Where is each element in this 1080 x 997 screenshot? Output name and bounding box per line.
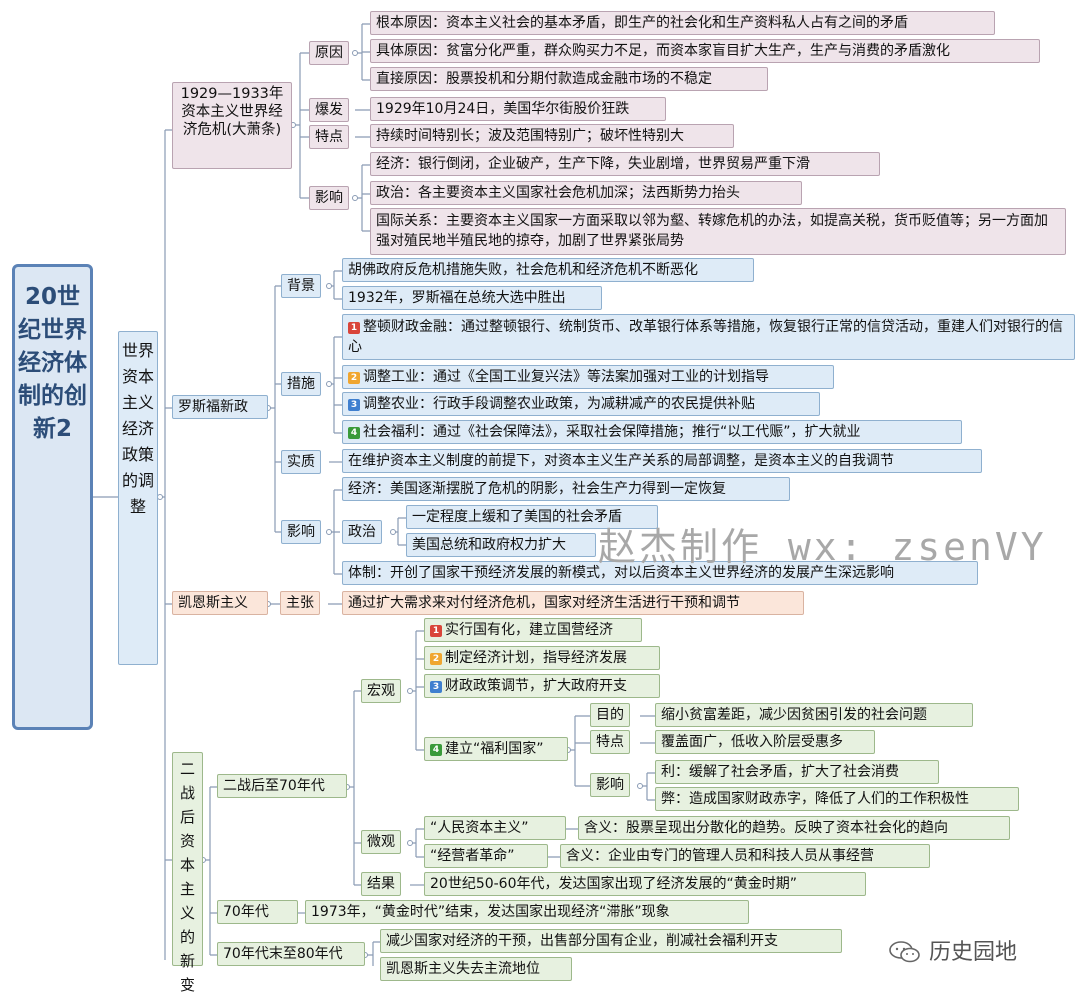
micro-a-label: “人民资本主义” <box>424 816 566 840</box>
newdeal-background-1: 胡佛政府反危机措施失败，社会危机和经济危机不断恶化 <box>342 258 754 282</box>
crisis-impact-label: 影响 <box>309 186 349 210</box>
crisis-cause-1: 根本原因：资本主义社会的基本矛盾，即生产的社会化和生产资料私人占有之间的矛盾 <box>370 11 995 35</box>
badge-2-icon: 2 <box>348 372 360 384</box>
micro-a-text: 含义：股票呈现出分散化的趋势。反映了资本社会化的趋向 <box>578 816 1010 840</box>
measure-text: 整顿财政金融：通过整顿银行、统制货币、改革银行体系等措施，恢复银行正常的信贷活动… <box>348 319 1063 355</box>
branch-text: 世界资本主义经济政策的调整 <box>121 341 154 516</box>
newdeal-impact-politics-label: 政治 <box>342 520 382 544</box>
postwar-p2-text: 1973年，“黄金时代”结束，发达国家出现经济“滞胀”现象 <box>305 900 749 924</box>
postwar-p3-2: 凯恩斯主义失去主流地位 <box>380 957 572 981</box>
welfare-purpose-text: 缩小贫富差距，减少因贫困引发的社会问题 <box>655 703 973 727</box>
micro-b-label: “经营者革命” <box>424 844 548 868</box>
crisis-feature-text: 持续时间特别长；波及范围特别广；破坏性特别大 <box>370 124 734 148</box>
watermark-text: 赵杰制作 wx: zsenVY <box>598 525 1047 569</box>
badge-4-icon: 4 <box>430 744 442 756</box>
crisis-cause-2: 具体原因：贫富分化严重，群众购买力不足，而资本家盲目扩大生产，生产与消费的矛盾激… <box>370 39 1040 63</box>
measure-text: 调整农业：行政手段调整农业政策，为减耕减产的农民提供补贴 <box>363 396 755 412</box>
badge-2-icon: 2 <box>430 653 442 665</box>
welfare-label: 建立“福利国家” <box>445 741 544 757</box>
badge-3-icon: 3 <box>348 399 360 411</box>
postwar-p2-label: 70年代 <box>217 900 298 924</box>
macro-text: 财政政策调节，扩大政府开支 <box>445 678 627 694</box>
welfare-feature-label: 特点 <box>590 730 630 754</box>
macro-text: 实行国有化，建立国营经济 <box>445 622 613 638</box>
brand-logo: 历史园地 <box>888 934 1017 966</box>
root-text: 20世纪世界经济体制的创新2 <box>18 284 87 442</box>
newdeal-node: 罗斯福新政 <box>172 395 268 419</box>
welfare-impact-con: 弊：造成国家财政赤字，降低了人们的工作积极性 <box>655 787 1019 811</box>
newdeal-politics-2: 美国总统和政府权力扩大 <box>406 533 596 557</box>
welfare-purpose-label: 目的 <box>590 703 630 727</box>
crisis-outbreak-text: 1929年10月24日，美国华尔街股价狂跌 <box>370 97 666 121</box>
badge-3-icon: 3 <box>430 681 442 693</box>
postwar-node: 二战后资本主义的新变 <box>172 752 203 994</box>
keynes-claim-text: 通过扩大需求来对付经济危机，国家对经济生活进行干预和调节 <box>342 591 804 615</box>
badge-4-icon: 4 <box>348 427 360 439</box>
measure-text: 社会福利：通过《社会保障法》，采取社会保障措施；推行“以工代赈”，扩大就业 <box>363 424 861 440</box>
keynes-node: 凯恩斯主义 <box>172 591 268 615</box>
newdeal-politics-1: 一定程度上缓和了美国的社会矛盾 <box>406 505 658 529</box>
welfare-feature-text: 覆盖面广，低收入阶层受惠多 <box>655 730 875 754</box>
newdeal-essence-text: 在维护资本主义制度的前提下，对资本主义生产关系的局部调整，是资本主义的自我调节 <box>342 449 982 473</box>
postwar-result-label: 结果 <box>361 872 401 896</box>
newdeal-background-2: 1932年，罗斯福在总统大选中胜出 <box>342 286 602 310</box>
postwar-p3-label: 70年代末至80年代 <box>217 942 365 966</box>
postwar-title: 二战后资本主义的新变 <box>179 760 195 994</box>
crisis-title: 1929—1933年资本主义世界经济危机(大萧条) <box>180 86 284 138</box>
wechat-icon <box>889 941 920 963</box>
crisis-cause-label: 原因 <box>309 41 349 65</box>
welfare-impact-pro: 利：缓解了社会矛盾，扩大了社会消费 <box>655 760 939 784</box>
crisis-cause-3: 直接原因：股票投机和分期付款造成金融市场的不稳定 <box>370 67 768 91</box>
crisis-impact-1: 经济：银行倒闭，企业破产，生产下降，失业剧增，世界贸易严重下滑 <box>370 152 880 176</box>
crisis-node: 1929—1933年资本主义世界经济危机(大萧条) <box>172 82 292 169</box>
macro-text: 制定经济计划，指导经济发展 <box>445 650 627 666</box>
measure-text: 调整工业：通过《全国工业复兴法》等法案加强对工业的计划指导 <box>363 369 769 385</box>
postwar-result-text: 20世纪50-60年代，发达国家出现了经济发展的“黄金时期” <box>424 872 866 896</box>
micro-b-text: 含义：企业由专门的管理人员和科技人员从事经营 <box>560 844 930 868</box>
postwar-micro-label: 微观 <box>361 830 401 854</box>
keynes-claim-label: 主张 <box>280 591 320 615</box>
badge-1-icon: 1 <box>348 322 360 334</box>
root-node: 20世纪世界经济体制的创新2 <box>12 264 93 730</box>
newdeal-impact-system: 体制：开创了国家干预经济发展的新模式，对以后资本主义世界经济的发展产生深远影响 <box>342 561 978 585</box>
crisis-feature-label: 特点 <box>309 125 349 149</box>
newdeal-essence-label: 实质 <box>281 450 321 474</box>
welfare-impact-label: 影响 <box>590 773 630 797</box>
crisis-impact-3: 国际关系：主要资本主义国家一方面采取以邻为壑、转嫁危机的办法，如提高关税，货币贬… <box>370 208 1066 255</box>
branch-node: 世界资本主义经济政策的调整 <box>118 331 158 665</box>
crisis-outbreak-label: 爆发 <box>309 98 349 122</box>
newdeal-measures-label: 措施 <box>281 372 321 396</box>
postwar-macro-label: 宏观 <box>361 679 401 703</box>
newdeal-impact-economy: 经济：美国逐渐摆脱了危机的阴影，社会生产力得到一定恢复 <box>342 477 790 501</box>
postwar-p1-label: 二战后至70年代 <box>217 774 347 798</box>
badge-1-icon: 1 <box>430 625 442 637</box>
logo-text: 历史园地 <box>929 940 1018 965</box>
newdeal-background-label: 背景 <box>281 274 321 298</box>
crisis-impact-2: 政治：各主要资本主义国家社会危机加深；法西斯势力抬头 <box>370 181 802 205</box>
postwar-p3-1: 减少国家对经济的干预，出售部分国有企业，削减社会福利开支 <box>380 929 842 953</box>
newdeal-impact-label: 影响 <box>281 520 321 544</box>
